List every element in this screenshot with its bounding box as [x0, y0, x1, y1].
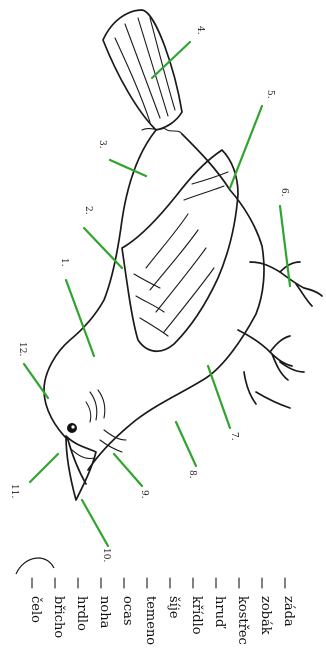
leader-line-7 — [208, 366, 230, 428]
callout-label-2: 2. — [83, 206, 93, 215]
callout-label-9: 9. — [139, 490, 149, 499]
bird-illustration — [44, 10, 322, 500]
callout-label-4: 4. — [195, 26, 205, 35]
callout-numbers: 1. 2. 3. 4. 5. 6. 7. 8. 9. 10. 11. 12. — [9, 26, 289, 562]
callout-label-12: 12. — [17, 342, 27, 356]
leader-line-8 — [176, 422, 196, 466]
word-bank-item: záda — [281, 596, 296, 627]
leader-line-5 — [230, 106, 262, 188]
leader-line-3 — [110, 160, 146, 176]
leader-line-11 — [30, 454, 58, 482]
word-bank-item: temeno — [143, 596, 158, 645]
callout-label-7: 7. — [229, 432, 239, 441]
leader-line-10 — [82, 500, 108, 546]
word-bank-item: křídlo — [189, 596, 204, 635]
word-bank-bracket — [16, 558, 54, 574]
word-bank-item: šíje — [166, 596, 181, 619]
word-bank-item: čelo — [28, 596, 43, 623]
word-bank-item: břicho — [51, 596, 66, 638]
leader-line-2 — [84, 228, 122, 268]
word-bank-item: ocas — [120, 596, 135, 626]
callout-label-3: 3. — [97, 140, 107, 149]
leader-lines — [24, 42, 290, 546]
bird-wing — [122, 150, 238, 351]
leader-line-1 — [66, 280, 94, 356]
word-bank-item: hrdlo — [74, 596, 89, 631]
callout-label-1: 1. — [59, 258, 69, 267]
callout-label-10: 10. — [101, 548, 111, 562]
leader-line-9 — [114, 454, 142, 486]
callout-label-5: 5. — [265, 90, 275, 99]
word-bank-item: hruď — [212, 596, 227, 629]
word-bank-item: noha — [97, 596, 112, 629]
callout-label-6: 6. — [279, 188, 289, 197]
word-bank-item: kostřec — [235, 596, 250, 645]
word-bank: čelo břicho hrdlo noha ocas temeno šíje … — [16, 558, 296, 645]
word-bank-item: zobák — [258, 596, 273, 635]
callout-label-8: 8. — [187, 470, 197, 479]
bird-leg-lower — [238, 330, 292, 366]
callout-label-11: 11. — [9, 484, 19, 498]
